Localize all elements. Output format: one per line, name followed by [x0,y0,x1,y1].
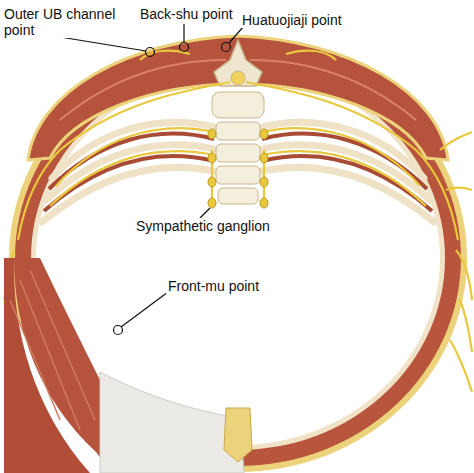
vertebral-body [218,188,258,204]
point-label: Front-mu point [166,278,261,294]
abdominal-muscle [4,258,90,473]
point-label: Back-shu point [138,6,235,22]
spinal-cord [231,71,245,85]
point-label: Huatuojiaji point [240,12,344,28]
vertebral-body [216,144,260,162]
vertebral-body [212,92,264,118]
point-label: Sympathetic ganglion [134,218,272,234]
vertebral-body [216,122,260,140]
spinous-process [214,40,262,86]
sympathetic-ganglia [208,129,268,208]
vertebral-body [216,166,260,184]
back-muscles [28,36,448,160]
sternum [224,408,252,462]
ribs [42,122,434,222]
intercostal-muscles [44,134,432,211]
muscle-fibres [10,270,95,430]
aponeurosis [100,372,244,473]
point-label: Outer UB channel point [2,6,128,38]
